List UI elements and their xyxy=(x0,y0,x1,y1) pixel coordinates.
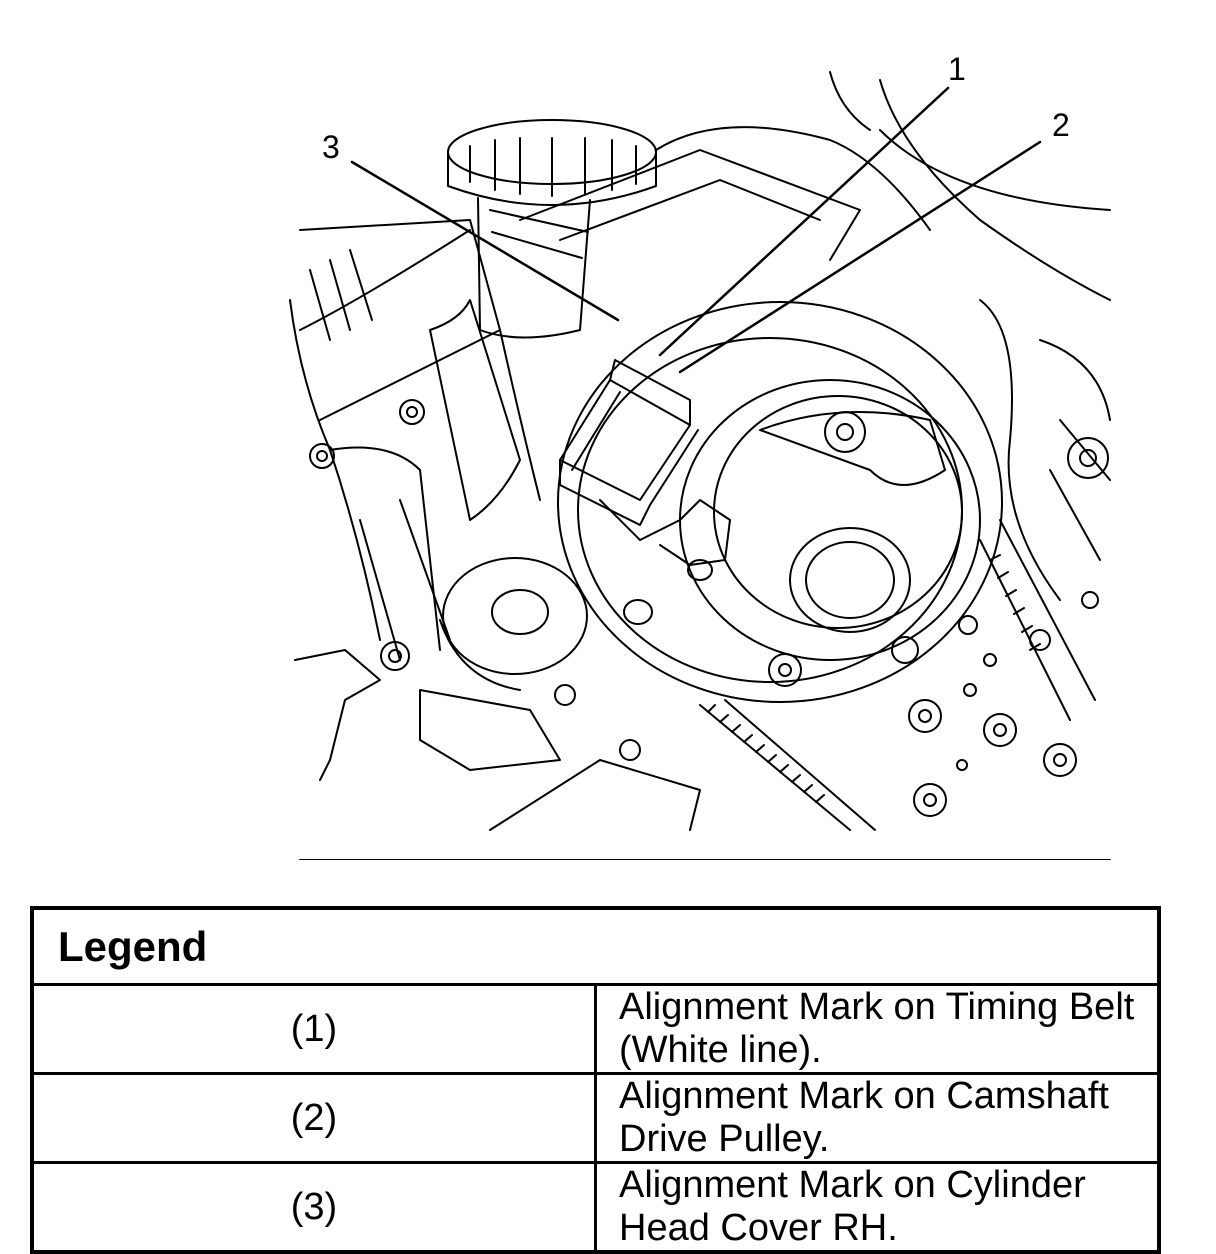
legend-row: (2) Alignment Mark on Camshaft Drive Pul… xyxy=(30,1072,1161,1164)
legend-row: (3) Alignment Mark on Cylinder Head Cove… xyxy=(30,1161,1161,1254)
bolt-heads xyxy=(309,399,1109,817)
legend-row: (1) Alignment Mark on Timing Belt (White… xyxy=(30,983,1161,1075)
legend-title: Legend xyxy=(30,906,1161,986)
legend-number: (1) xyxy=(30,983,597,1075)
callout-leaders xyxy=(350,86,1042,374)
callout-1: 1 xyxy=(948,51,966,87)
idler-pulley xyxy=(439,557,653,691)
callout-2: 2 xyxy=(1052,107,1070,143)
timing-belt xyxy=(557,301,1096,831)
legend-description: Alignment Mark on Cylinder Head Cover RH… xyxy=(594,1161,1161,1254)
belt-mark-bracket xyxy=(559,359,731,566)
lower-bracket xyxy=(294,649,701,831)
legend-description: Alignment Mark on Camshaft Drive Pulley. xyxy=(594,1072,1161,1164)
legend-description: Alignment Mark on Timing Belt (White lin… xyxy=(594,983,1161,1075)
callout-3: 3 xyxy=(322,129,340,165)
legend-number: (2) xyxy=(30,1072,597,1164)
legend-number: (3) xyxy=(30,1161,597,1254)
engine-block-outline xyxy=(289,71,1111,661)
oil-filler-cap xyxy=(447,119,657,339)
engine-timing-illustration: 1 2 3 xyxy=(289,51,1111,860)
